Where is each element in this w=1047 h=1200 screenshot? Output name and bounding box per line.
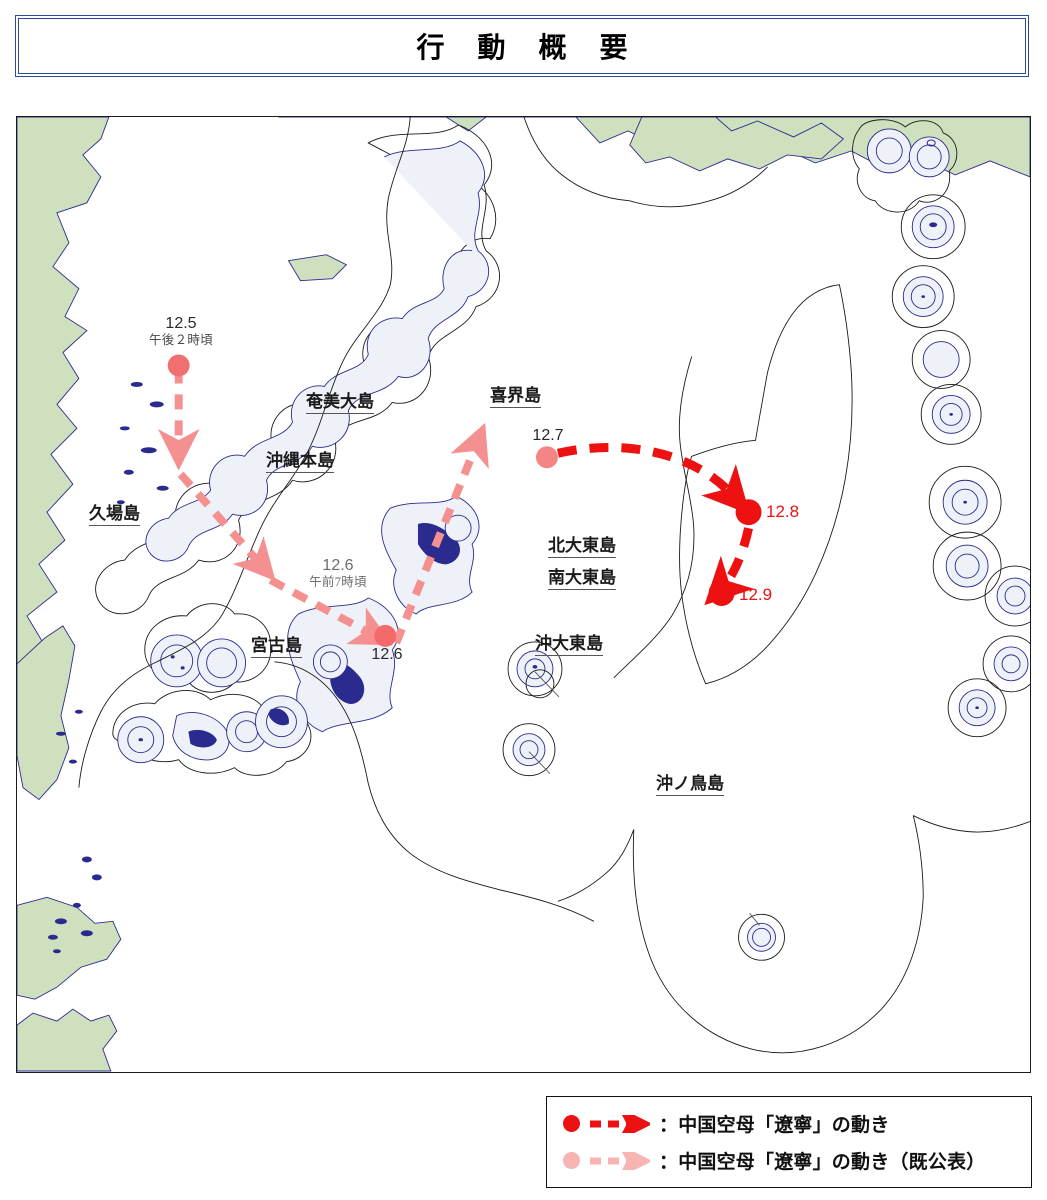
waypoint-label-12-6-am: 12.6 午前7時頃 <box>293 557 383 590</box>
map-canvas: .land { fill:#cfe0bf; stroke:#2b2b8f; st… <box>17 117 1030 1072</box>
izu-ogasawara-chain <box>852 119 1030 738</box>
title-banner: 行 動 概 要 <box>15 15 1029 77</box>
legend-panel: ：中国空母「遼寧」の動き ：中国空母「遼寧」の動き（既公表） <box>546 1096 1032 1188</box>
legend-arrow-icon-current <box>590 1114 650 1133</box>
page-title: 行 動 概 要 <box>416 33 641 64</box>
legend-symbol-previous <box>563 1151 659 1170</box>
waypoint-dot-12-5 <box>167 354 190 377</box>
legend-arrow-icon-previous <box>590 1151 650 1170</box>
waypoint-dot-12-8 <box>735 499 762 526</box>
legend-dot-icon-current <box>563 1115 580 1132</box>
eez-boundaries <box>78 117 1030 1054</box>
island-label-miyako-jima: 宮古島 <box>251 636 302 658</box>
okinotorishima <box>738 913 785 961</box>
waypoint-label-12-6: 12.6 <box>371 646 403 663</box>
legend-row-previous: ：中国空母「遼寧」の動き（既公表） <box>563 1142 1021 1179</box>
island-label-okinawa-honto: 沖縄本島 <box>266 451 334 473</box>
legend-dot-icon-previous <box>563 1152 580 1169</box>
waypoint-date-12-5: 12.5 <box>165 315 197 332</box>
ryukyu-chain <box>95 124 500 733</box>
legend-symbol-current <box>563 1114 659 1133</box>
route-previous <box>157 368 489 646</box>
island-label-kuba-jima: 久場島 <box>89 504 140 526</box>
waypoint-dots <box>167 354 762 647</box>
legend-label-previous: ：中国空母「遼寧」の動き（既公表） <box>659 1152 986 1173</box>
daito-islands <box>502 641 563 777</box>
waypoint-label-12-7: 12.7 <box>532 427 564 444</box>
legend-label-current: ：中国空母「遼寧」の動き <box>659 1115 890 1136</box>
waypoint-time-12-6-am: 午前7時頃 <box>309 575 367 590</box>
route-current <box>556 443 754 606</box>
island-label-amami-oshima: 奄美大島 <box>306 392 374 414</box>
waypoint-dot-12-6 <box>374 624 397 647</box>
waypoint-label-12-9: 12.9 <box>739 585 773 604</box>
sakishima-chain <box>112 689 312 776</box>
waypoint-time-12-5: 午後２時頃 <box>148 333 213 348</box>
kuba-island-group <box>144 603 271 693</box>
waypoint-dot-12-9 <box>708 580 735 606</box>
island-label-kitadaito-jima: 北大東島 <box>548 536 616 558</box>
island-label-minamidaito-jima: 南大東島 <box>548 568 616 590</box>
island-label-kikai-jima: 喜界島 <box>490 386 541 408</box>
legend-row-current: ：中国空母「遼寧」の動き <box>563 1105 1021 1142</box>
island-label-okinotori-shima: 沖ノ鳥島 <box>656 774 724 796</box>
waypoint-label-12-8: 12.8 <box>766 502 800 521</box>
island-label-okidaito-jima: 沖大東島 <box>535 634 603 656</box>
waypoint-label-12-5: 12.5 午後２時頃 <box>138 315 224 348</box>
map-panel: .land { fill:#cfe0bf; stroke:#2b2b8f; st… <box>16 116 1031 1073</box>
waypoint-dot-12-7 <box>535 446 558 469</box>
landmass-group <box>17 117 1030 1072</box>
island-specks <box>47 381 169 954</box>
waypoint-date-12-6-am: 12.6 <box>322 557 354 574</box>
